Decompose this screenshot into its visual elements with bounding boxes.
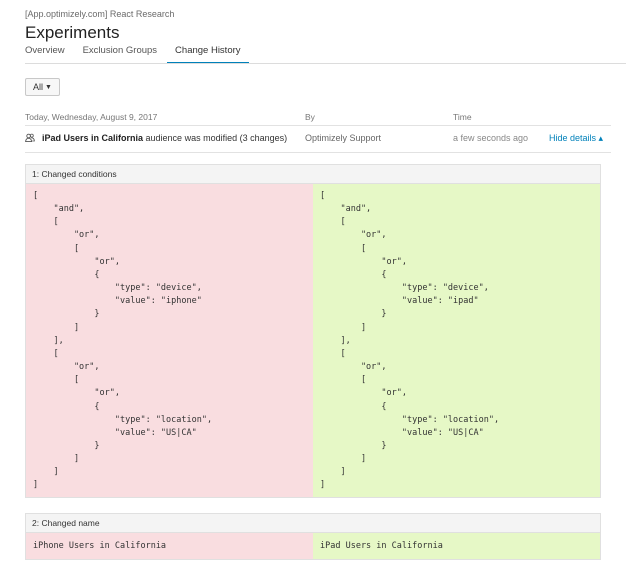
tab-bar: Overview Exclusion Groups Change History — [25, 42, 626, 64]
filter-dropdown[interactable]: All ▼ — [25, 78, 60, 96]
change-name: 2: Changed name iPhone Users in Californ… — [25, 513, 601, 560]
diff-old-panel: iPhone Users in California — [26, 533, 313, 559]
diff-new-panel: iPad Users in California — [313, 533, 600, 559]
diff-body: iPhone Users in California iPad Users in… — [26, 533, 600, 559]
change-conditions: 1: Changed conditions [ "and", [ "or", [… — [25, 164, 601, 498]
diff-new-panel: [ "and", [ "or", [ "or", { "type": "devi… — [313, 184, 600, 497]
chevron-down-icon: ▼ — [45, 83, 52, 91]
tab-exclusion-groups[interactable]: Exclusion Groups — [82, 45, 158, 56]
entry-divider — [25, 152, 611, 153]
tab-overview[interactable]: Overview — [25, 45, 65, 56]
hide-details-link[interactable]: Hide details ▴ — [549, 133, 604, 143]
old-conditions-code: [ "and", [ "or", [ "or", { "type": "devi… — [33, 191, 213, 491]
history-entry: iPad Users in California audience was mo… — [25, 132, 626, 146]
list-header: Today, Wednesday, August 9, 2017 By Time — [25, 112, 626, 126]
page-title: Experiments — [25, 23, 120, 42]
list-header-divider — [25, 125, 611, 126]
entry-action: audience was modified (3 changes) — [143, 133, 288, 143]
new-name-value: iPad Users in California — [320, 541, 443, 551]
date-header: Today, Wednesday, August 9, 2017 — [25, 112, 158, 122]
diff-body: [ "and", [ "or", [ "or", { "type": "devi… — [26, 184, 600, 497]
change-title: 2: Changed name — [26, 514, 600, 533]
entry-time: a few seconds ago — [453, 133, 529, 143]
by-header: By — [305, 112, 315, 122]
filter-selected-label: All — [33, 82, 44, 92]
entry-author: Optimizely Support — [305, 133, 382, 143]
diff-old-panel: [ "and", [ "or", [ "or", { "type": "devi… — [26, 184, 313, 497]
page-header: [App.optimizely.com] React Research Expe… — [25, 8, 174, 43]
audience-name[interactable]: iPad Users in California — [42, 133, 144, 143]
change-title: 1: Changed conditions — [26, 165, 600, 184]
entry-description: iPad Users in California audience was mo… — [42, 133, 287, 143]
tabs-divider — [25, 63, 626, 64]
old-name-value: iPhone Users in California — [33, 541, 167, 551]
users-icon — [25, 133, 35, 143]
breadcrumb[interactable]: [App.optimizely.com] React Research — [25, 9, 175, 19]
tab-change-history[interactable]: Change History — [167, 42, 249, 64]
new-conditions-code: [ "and", [ "or", [ "or", { "type": "devi… — [320, 191, 500, 491]
time-header: Time — [453, 112, 472, 122]
